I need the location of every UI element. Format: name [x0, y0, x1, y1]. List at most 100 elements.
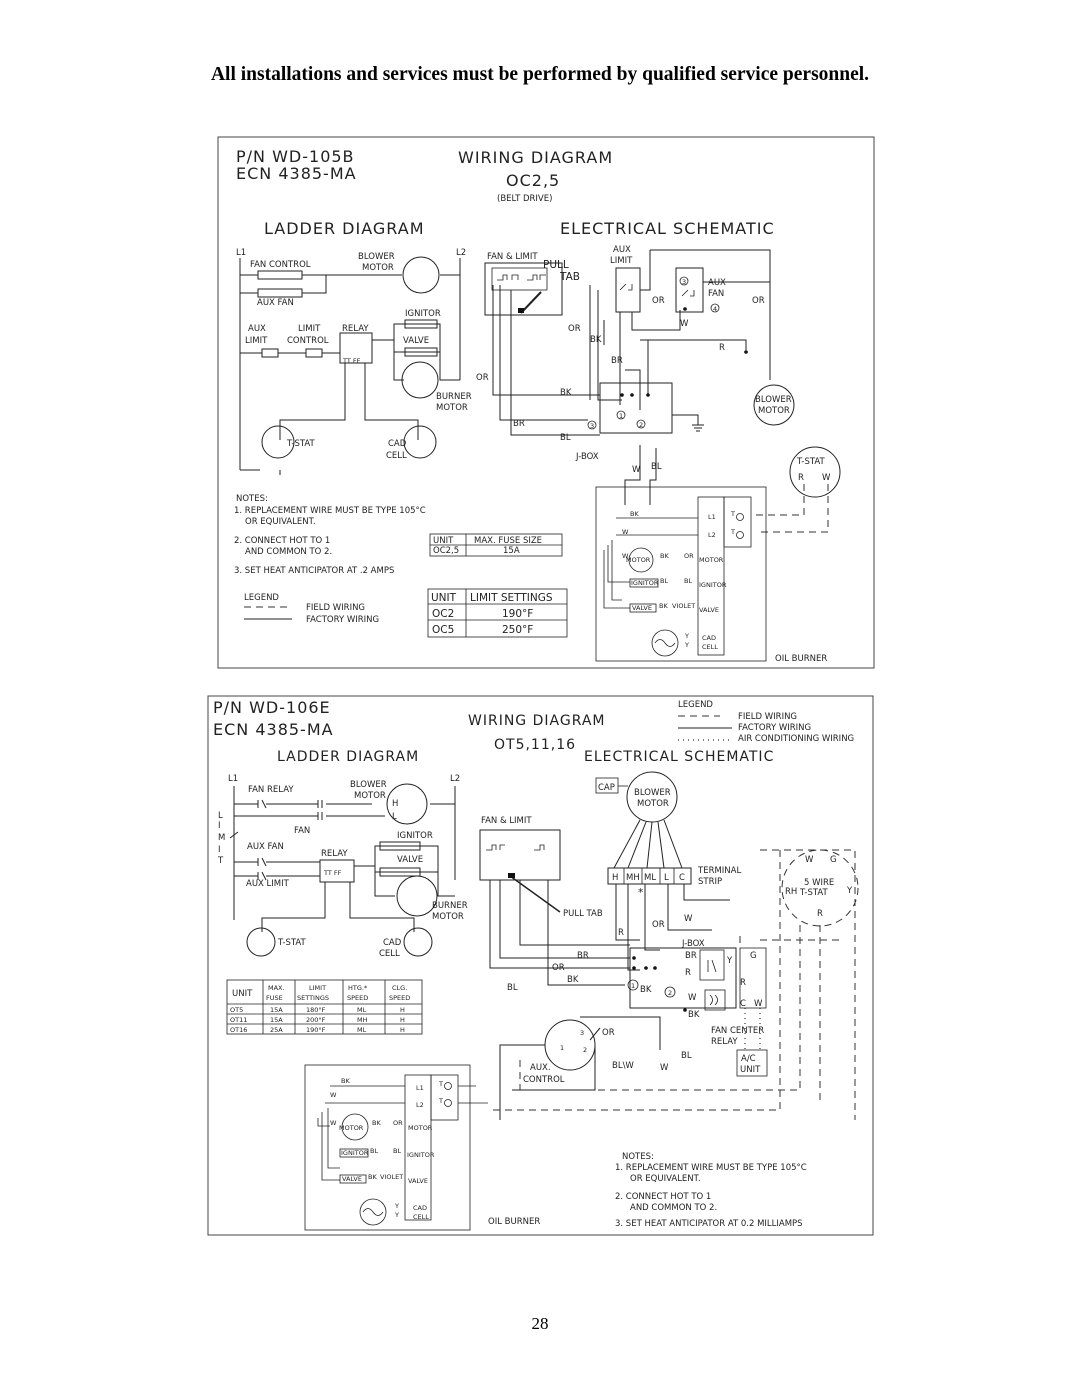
d1-ob-t2: T	[730, 528, 735, 536]
d1-br-1: BR	[611, 356, 623, 366]
d2-row3-clg: H	[400, 1026, 405, 1034]
d2-ob-violet: VIOLET	[380, 1173, 403, 1181]
d1-ob-cad: CAD	[702, 634, 716, 642]
d1-bl-1: BL	[560, 433, 571, 443]
d2-ob-bk2: BK	[372, 1119, 381, 1127]
d2-ob-l1: L1	[416, 1084, 424, 1092]
d1-fan-limit-control	[484, 262, 563, 316]
d2-row2-htg: MH	[357, 1016, 368, 1024]
d1-fuse-table: UNIT MAX. FUSE SIZE OC2,5 15A	[429, 533, 563, 557]
d2-row2-fuse: 15A	[270, 1016, 283, 1024]
d2-ob-valve-t: VALVE	[408, 1177, 428, 1185]
d1-jb-2: 2	[639, 421, 643, 429]
wiring-diagram-wd-105b: P/N WD-105B ECN 4385-MA WIRING DIAGRAM O…	[217, 136, 875, 669]
d1-ob-or: OR	[684, 552, 694, 560]
d2-aux-control	[544, 1019, 596, 1071]
d1-subtitle: (BELT DRIVE)	[497, 194, 552, 204]
d2-cap-label: CAP	[598, 783, 615, 793]
d2-ob-y2: Y	[394, 1211, 399, 1219]
d2-y-1: Y	[726, 956, 733, 966]
d1-or-2: OR	[752, 296, 765, 306]
d2-row1-htg: ML	[357, 1006, 367, 1014]
d2-model: OT5,11,16	[494, 737, 576, 753]
d2-ac-label: A/C	[741, 1054, 756, 1064]
d2-table-h-clg: CLG.	[392, 984, 407, 992]
page-number: 28	[531, 1314, 549, 1333]
d1-ob-violet: VIOLET	[672, 602, 695, 610]
d1-tstat-icon	[261, 425, 295, 459]
d1-bk-2: BK	[560, 388, 572, 398]
d1-fuse-r1c1: OC2,5	[433, 546, 459, 556]
d1-ignitor-label: IGNITOR	[405, 309, 441, 319]
d2-row3-htg: ML	[357, 1026, 367, 1034]
d1-jbox-label: J-BOX	[575, 452, 599, 462]
d2-capacitor	[595, 777, 619, 794]
d2-fcr-w: W	[754, 999, 763, 1009]
d2-ts5-g: G	[830, 855, 837, 865]
d1-ob-valve: VALVE	[632, 604, 652, 612]
d2-table-h-speed1: SPEED	[347, 994, 368, 1002]
d1-notes-title: NOTES:	[236, 494, 268, 504]
d1-burner-label2: MOTOR	[436, 403, 468, 413]
d2-note-1: 1. REPLACEMENT WIRE MUST BE TYPE 105°C	[615, 1163, 807, 1173]
d1-legend: LEGEND FIELD WIRING FACTORY WIRING	[244, 593, 379, 625]
d1-fuse-r1c2: 15A	[503, 546, 520, 556]
d2-notes: NOTES: 1. REPLACEMENT WIRE MUST BE TYPE …	[615, 1152, 807, 1229]
d1-ladder-title: LADDER DIAGRAM	[264, 219, 425, 238]
d2-valve-label: VALVE	[397, 855, 423, 865]
d1-limit-r2c1: OC5	[432, 624, 454, 636]
d1-limit-control-label2: CONTROL	[287, 336, 329, 346]
d1-schematic-title: ELECTRICAL SCHEMATIC	[560, 219, 775, 238]
d1-tstat-icon-s	[789, 446, 841, 498]
d2-table-h-htg: HTG.*	[348, 984, 368, 992]
d2-ob-bk: BK	[341, 1077, 350, 1085]
d2-limit-i: I	[218, 821, 221, 831]
wiring-diagram-wd-106e: P/N WD-106E ECN 4385-MA WIRING DIAGRAM O…	[207, 695, 874, 1236]
d1-aux-fan-s-label: AUX	[708, 278, 726, 288]
d2-row1-fuse: 15A	[270, 1006, 283, 1014]
d1-ob-motor: MOTOR	[626, 556, 651, 564]
d1-blower-label2: MOTOR	[362, 263, 394, 273]
d2-tstat-icon	[246, 927, 276, 957]
d2-legend-ac: AIR CONDITIONING WIRING	[738, 734, 854, 744]
d2-or-1: OR	[652, 920, 665, 930]
d1-ob-valve-t: VALVE	[699, 606, 719, 614]
d2-note-2b: AND COMMON TO 2.	[630, 1203, 717, 1213]
d2-fan-limit-control	[479, 829, 561, 881]
d2-ob-bk3: BK	[368, 1173, 377, 1181]
d2-fcr-c: C	[740, 999, 746, 1009]
d1-pull-tab-label: PULL	[543, 259, 569, 271]
d2-w-3: W	[660, 1063, 669, 1073]
d2-fcr-r: R	[740, 978, 746, 988]
d2-limit-l: L	[218, 811, 223, 821]
d1-bk-1: BK	[590, 335, 602, 345]
d2-aux-limit-label: AUX LIMIT	[246, 879, 290, 889]
d2-cell-label: CELL	[379, 949, 400, 959]
d2-ac-1: 1	[560, 1044, 564, 1052]
d2-ts-h: H	[612, 873, 618, 883]
d2-ob-l2: L2	[416, 1101, 424, 1109]
d1-ob-ign: IGNITOR	[631, 579, 659, 587]
d2-jb-2: 2	[668, 989, 672, 997]
d2-note-1b: OR EQUIVALENT.	[630, 1174, 701, 1184]
d2-legend-title: LEGEND	[678, 700, 713, 710]
d2-tstat-label: T-STAT	[277, 938, 307, 948]
d2-pull-tab-label: PULL TAB	[563, 909, 603, 919]
d2-schematic-title: ELECTRICAL SCHEMATIC	[584, 749, 774, 765]
d1-aux-limit-label: AUX	[248, 324, 266, 334]
d2-table-h-speed2: SPEED	[389, 994, 410, 1002]
d2-bl-1: BL	[507, 983, 518, 993]
d2-h-label: H	[392, 799, 398, 809]
d1-ob-bl2: BL	[684, 577, 692, 585]
d2-ob-valve: VALVE	[342, 1175, 362, 1183]
d2-ts-mh: MH	[626, 873, 640, 883]
d2-ac-3: 3	[580, 1029, 584, 1037]
d2-cad-cell-icon	[403, 927, 433, 957]
d2-fcr-g: G	[750, 951, 757, 961]
d1-aux-limit-s-label: AUX	[613, 245, 631, 255]
d1-tstat-s-label: T-STAT	[796, 457, 826, 467]
d1-ob-y1: Y	[684, 632, 689, 640]
d2-part-number: P/N WD-106E	[213, 698, 331, 717]
d2-ttff-label: TT FF	[323, 869, 342, 877]
